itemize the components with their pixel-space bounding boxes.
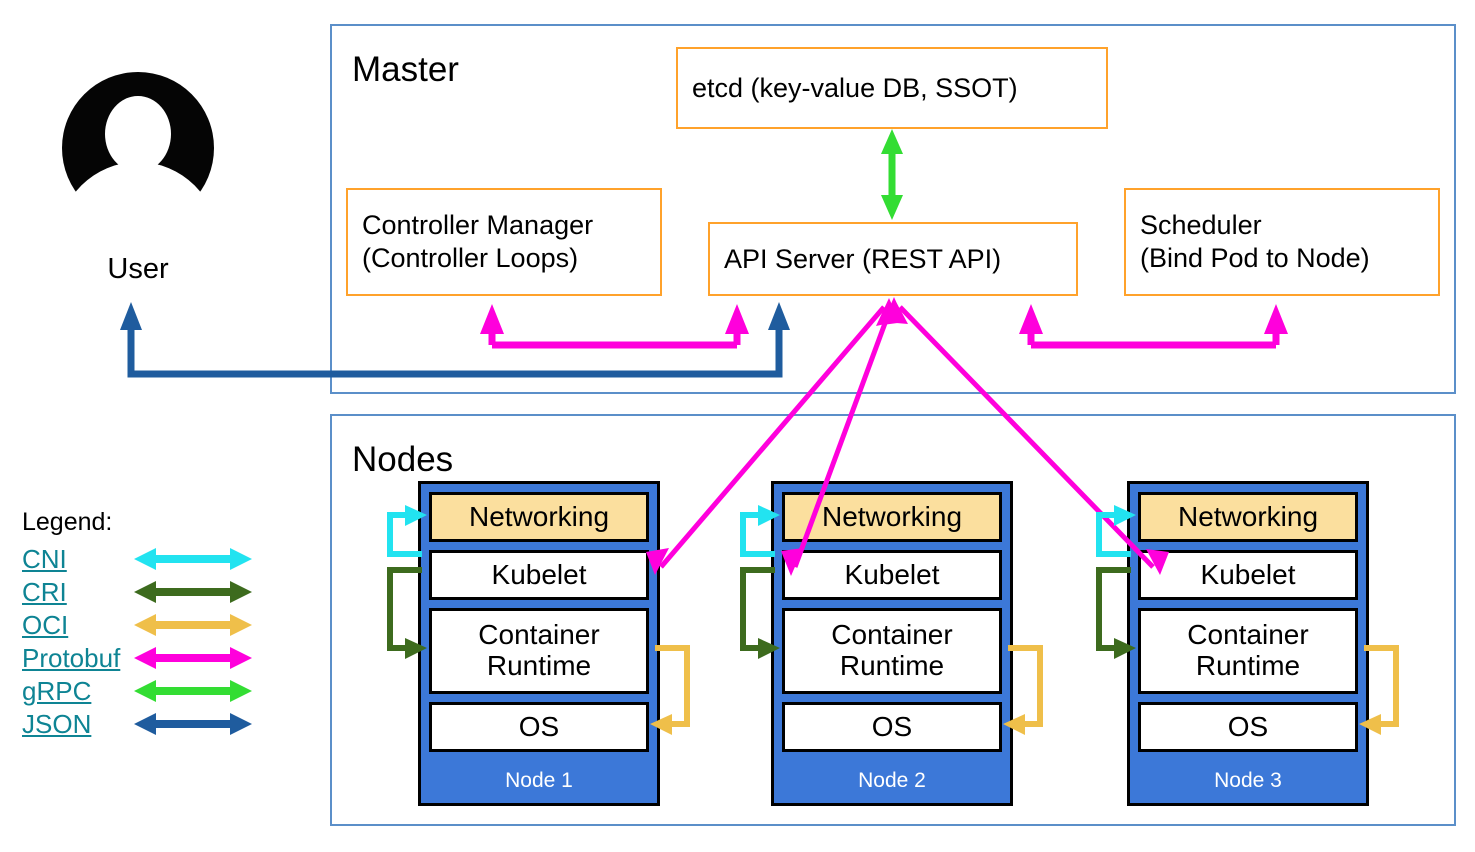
master-group-title: Master <box>352 50 459 89</box>
legend-label-cni[interactable]: CNI <box>22 543 67 574</box>
user-label: User <box>107 253 169 285</box>
api-server-label: API Server (REST API) <box>724 243 1002 274</box>
node-2-label: Node 2 <box>858 769 926 792</box>
legend-arrow-grpc <box>134 679 252 702</box>
node-3-layer-networking[interactable]: Networking <box>1138 492 1358 542</box>
legend-label-protobuf[interactable]: Protobuf <box>22 642 121 673</box>
legend-item-grpc[interactable]: gRPC <box>22 674 252 707</box>
node-1-layer-container-runtime[interactable]: Container Runtime <box>429 608 649 694</box>
etcd-label: etcd (key-value DB, SSOT) <box>692 72 1018 103</box>
node-1-layer-kubelet[interactable]: Kubelet <box>429 550 649 600</box>
legend-label-cri[interactable]: CRI <box>22 576 67 607</box>
node-1-layer-networking[interactable]: Networking <box>429 492 649 542</box>
node-2-box[interactable]: Networking Kubelet Container Runtime OS … <box>771 481 1013 806</box>
legend-title: Legend: <box>22 508 113 536</box>
node-2-layer-networking[interactable]: Networking <box>782 492 1002 542</box>
scheduler-label: Scheduler (Bind Pod to Node) <box>1140 210 1370 273</box>
node-2-layer-container-runtime[interactable]: Container Runtime <box>782 608 1002 694</box>
node-3-layer-os[interactable]: OS <box>1138 702 1358 752</box>
scheduler-box[interactable]: Scheduler (Bind Pod to Node) <box>1124 188 1440 296</box>
legend-item-json[interactable]: JSON <box>22 707 252 740</box>
legend-item-oci[interactable]: OCI <box>22 608 252 641</box>
legend-arrow-cri <box>134 580 252 603</box>
nodes-group-title: Nodes <box>352 440 454 479</box>
controller-manager-label: Controller Manager (Controller Loops) <box>362 210 594 273</box>
legend-list: CNI CRI OCI Protobuf gRPC <box>22 542 252 740</box>
legend-item-protobuf[interactable]: Protobuf <box>22 641 252 674</box>
legend-arrow-protobuf <box>134 646 252 669</box>
legend-label-oci[interactable]: OCI <box>22 609 69 640</box>
legend-item-cni[interactable]: CNI <box>22 542 252 575</box>
legend-label-json[interactable]: JSON <box>22 708 92 739</box>
node-3-layer-container-runtime[interactable]: Container Runtime <box>1138 608 1358 694</box>
node-3-layer-kubelet[interactable]: Kubelet <box>1138 550 1358 600</box>
legend-arrow-json <box>134 712 252 735</box>
legend-arrow-oci <box>134 613 252 636</box>
legend-item-cri[interactable]: CRI <box>22 575 252 608</box>
node-1-layer-os[interactable]: OS <box>429 702 649 752</box>
node-2-layer-os[interactable]: OS <box>782 702 1002 752</box>
node-3-box[interactable]: Networking Kubelet Container Runtime OS … <box>1127 481 1369 806</box>
user-avatar-icon <box>62 72 214 224</box>
node-1-box[interactable]: Networking Kubelet Container Runtime OS … <box>418 481 660 806</box>
node-3-label: Node 3 <box>1214 769 1282 792</box>
node-2-layer-kubelet[interactable]: Kubelet <box>782 550 1002 600</box>
controller-manager-box[interactable]: Controller Manager (Controller Loops) <box>346 188 662 296</box>
etcd-box[interactable]: etcd (key-value DB, SSOT) <box>676 47 1108 129</box>
legend-arrow-cni <box>134 547 252 570</box>
api-server-box[interactable]: API Server (REST API) <box>708 222 1078 296</box>
legend-label-grpc[interactable]: gRPC <box>22 675 92 706</box>
node-1-label: Node 1 <box>505 769 573 792</box>
